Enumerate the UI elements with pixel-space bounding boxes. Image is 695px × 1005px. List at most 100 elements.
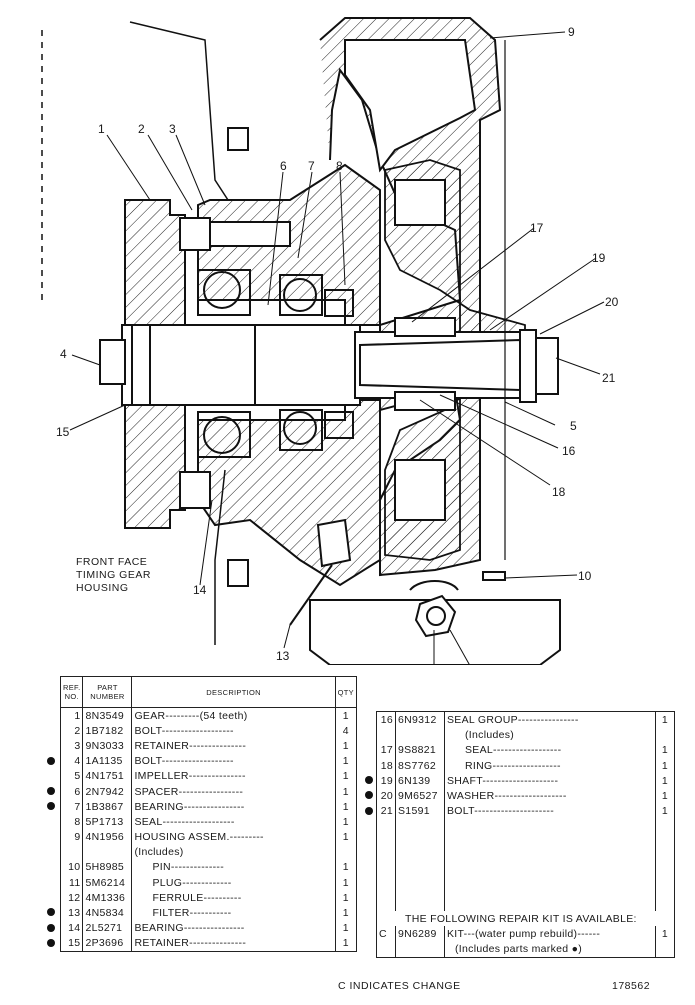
repair-kit-heading: THE FOLLOWING REPAIR KIT IS AVAILABLE: <box>405 912 637 925</box>
qty-cell: 1 <box>342 922 349 935</box>
ref-cell: 11 <box>68 876 81 889</box>
description-cell: HOUSING ASSEM.--------- <box>131 829 336 845</box>
ref-cell: 9 <box>74 831 81 844</box>
part-number-cell: 5M6214 <box>82 875 133 891</box>
kit-marker-dot <box>47 756 55 765</box>
callout-14: 14 <box>193 583 207 597</box>
qty-cell: 4 <box>342 724 349 737</box>
repair-kit-section: THE FOLLOWING REPAIR KIT IS AVAILABLE: C… <box>377 819 675 958</box>
table-header-row: REF. NO. PART NUMBER DESCRIPTION QTY <box>59 676 358 708</box>
ref-no-header: REF. NO. <box>59 676 84 708</box>
part-number-cell: 9N3033 <box>82 738 133 754</box>
description-cell: PLUG------------- <box>131 875 336 891</box>
qty-cell: 1 <box>342 785 349 798</box>
part-number-cell: 1B3867 <box>82 799 133 815</box>
kit-marker-dot <box>47 908 55 917</box>
ref-cell: 1 <box>74 709 81 722</box>
caption-line: HOUSING <box>76 582 129 594</box>
qty-cell: 1 <box>661 759 669 772</box>
qty-cell: 1 <box>342 770 349 783</box>
description-cell: PIN-------------- <box>131 859 336 876</box>
callout-20: 20 <box>605 295 619 309</box>
part-number-cell: 6N9312 <box>395 711 445 728</box>
ref-cell: 18 <box>380 759 393 772</box>
callout-18: 18 <box>552 485 566 499</box>
callout-21: 21 <box>602 371 616 385</box>
timing-gear-housing-caption: FRONT FACE TIMING GEAR HOUSING <box>76 556 151 595</box>
description-cell: IMPELLER--------------- <box>131 768 336 784</box>
part-number-cell: 8N3549 <box>82 707 133 724</box>
qty-cell <box>335 845 356 860</box>
part-number-cell: 4N1956 <box>82 829 133 845</box>
description-cell: BEARING---------------- <box>131 799 336 815</box>
part-number-cell: 2N7942 <box>82 783 133 800</box>
figure-number: 178562 <box>612 980 651 992</box>
part-number-cell: 6N139 <box>395 773 445 789</box>
description-cell: SEAL------------------- <box>131 814 336 830</box>
callout-1: 1 <box>98 122 105 136</box>
table-row: (Includes) <box>61 844 357 860</box>
part-number-cell <box>82 844 133 860</box>
qty-cell: 1 <box>342 739 349 752</box>
ref-cell: 8 <box>74 815 81 828</box>
description-cell: SHAFT-------------------- <box>444 773 656 789</box>
callout-9: 9 <box>568 25 575 39</box>
description-cell: BEARING---------------- <box>131 920 336 936</box>
description-cell: FILTER----------- <box>131 905 336 921</box>
callout-16: 16 <box>562 444 576 458</box>
kit-marker-dot <box>47 938 55 947</box>
description-cell: GEAR---------(54 teeth) <box>131 707 336 724</box>
ref-cell: 12 <box>68 891 81 904</box>
caption-line: TIMING GEAR <box>76 569 151 581</box>
description-cell: BOLT------------------- <box>131 723 336 739</box>
ref-cell: 7 <box>47 799 83 814</box>
ref-cell: 14 <box>47 921 83 936</box>
ref-cell <box>61 845 83 860</box>
ref-cell: 10 <box>68 861 81 874</box>
callout-4: 4 <box>60 347 67 361</box>
qty-cell: 1 <box>342 831 349 844</box>
ref-cell <box>377 727 396 742</box>
description-cell: RETAINER--------------- <box>131 935 336 952</box>
qty-cell: 1 <box>342 800 349 813</box>
part-number-cell: 8S7762 <box>395 757 445 774</box>
description-cell: RING------------------ <box>444 757 656 774</box>
description-cell: SPACER----------------- <box>131 783 336 800</box>
ref-cell: 13 <box>47 905 83 920</box>
ref-cell: 2 <box>74 724 81 737</box>
part-number-cell: 5P1713 <box>82 814 133 830</box>
callout-3: 3 <box>169 122 176 136</box>
description-cell: SEAL GROUP---------------- <box>444 711 656 728</box>
callout-5: 5 <box>570 419 577 433</box>
callout-8: 8 <box>336 159 343 173</box>
caption-line: FRONT FACE <box>76 556 148 568</box>
callout-19: 19 <box>592 251 606 265</box>
description-cell: FERRULE---------- <box>131 890 336 906</box>
qty-cell: 1 <box>342 907 349 920</box>
ref-cell: 6 <box>47 784 83 799</box>
qty-cell <box>656 727 675 742</box>
qty-cell: 1 <box>342 937 349 950</box>
kit-marker-dot <box>47 923 55 932</box>
kit-description: KIT---(water pump rebuild)------ <box>444 926 656 942</box>
qty-cell: 1 <box>342 815 349 828</box>
description-cell: SEAL------------------ <box>444 742 656 758</box>
kit-marker-dot <box>365 776 373 785</box>
